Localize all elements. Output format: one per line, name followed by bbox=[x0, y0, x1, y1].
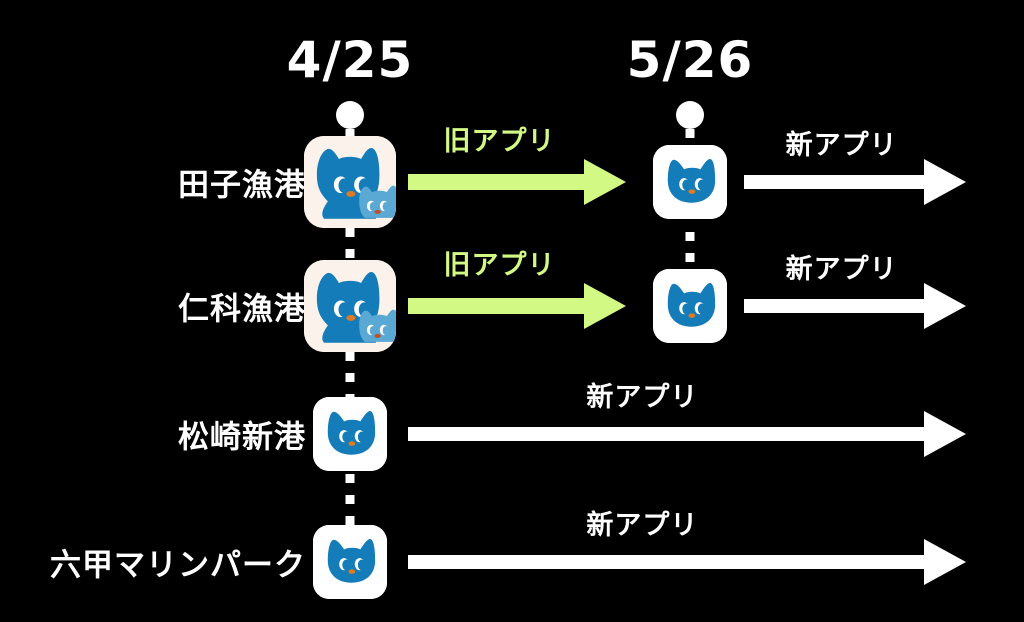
row-label-port-name: 田子漁港 bbox=[178, 167, 306, 204]
arrow-old-app: 旧アプリ bbox=[408, 251, 626, 329]
timeline-dot-column-1 bbox=[336, 101, 364, 129]
timeline-row: 田子漁港 旧アプリ bbox=[0, 127, 1024, 230]
arrow-new-app: 新アプリ bbox=[408, 511, 966, 585]
dotted-rail-column-2-segment-2 bbox=[685, 232, 695, 274]
arrow-label-new-app: 新アプリ bbox=[586, 510, 699, 542]
timeline-row: 松崎新港 新アプリ bbox=[0, 383, 1024, 482]
arrow-label-new-app: 新アプリ bbox=[785, 254, 898, 286]
date-header-column-2: 5/26 bbox=[626, 31, 754, 89]
app-icon-dual-cat bbox=[304, 260, 396, 352]
dotted-rail-column-1-segment-2 bbox=[345, 228, 355, 280]
app-icon-single-cat bbox=[653, 269, 727, 343]
timeline-dot-column-2 bbox=[676, 101, 704, 129]
arrow-new-app: 新アプリ bbox=[744, 131, 966, 205]
arrow-new-app: 新アプリ bbox=[408, 383, 966, 457]
dotted-rail-column-1-segment-3 bbox=[345, 352, 355, 400]
row-label-port-name: 六甲マリンパーク bbox=[50, 547, 306, 584]
app-icon-single-cat bbox=[313, 397, 387, 471]
arrow-new-app: 新アプリ bbox=[744, 255, 966, 329]
app-icon-dual-cat bbox=[304, 136, 396, 228]
row-label-port-name: 仁科漁港 bbox=[178, 291, 306, 328]
app-icon-single-cat bbox=[313, 525, 387, 599]
app-icon-single-cat bbox=[653, 145, 727, 219]
timeline-row: 六甲マリンパーク 新アプリ bbox=[0, 511, 1024, 610]
arrow-label-old-app: 旧アプリ bbox=[443, 126, 556, 158]
arrow-label-new-app: 新アプリ bbox=[785, 130, 898, 162]
arrow-label-new-app: 新アプリ bbox=[586, 382, 699, 414]
dotted-rail-column-1-segment-4 bbox=[345, 474, 355, 526]
row-label-port-name: 松崎新港 bbox=[178, 419, 306, 456]
timeline-row: 仁科漁港 旧アプリ bbox=[0, 251, 1024, 354]
dotted-rail-column-2-segment-1 bbox=[685, 129, 695, 149]
arrow-label-old-app: 旧アプリ bbox=[443, 250, 556, 282]
arrow-old-app: 旧アプリ bbox=[408, 127, 626, 205]
date-header-column-1: 4/25 bbox=[286, 31, 414, 89]
